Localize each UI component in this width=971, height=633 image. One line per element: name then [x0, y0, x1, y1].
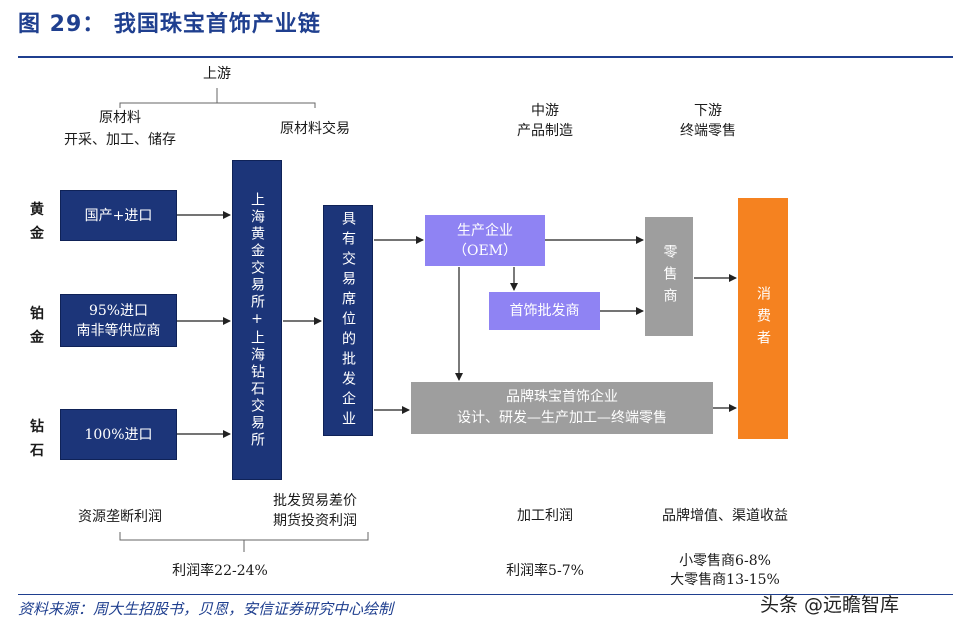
label-mining: 开采、加工、储存 — [64, 132, 176, 148]
profit-processing: 加工利润 — [517, 508, 573, 524]
label-raw-material: 原材料 — [99, 110, 141, 126]
diamond-source-box: 100%进口 — [60, 409, 177, 460]
figure-title: 图 29： 我国珠宝首饰产业链 — [18, 12, 321, 37]
oem-box: 生产企业 （OEM） — [425, 215, 545, 266]
wholesaler-label: 具有交易席位的批发企业 — [340, 210, 356, 431]
profit-brace — [119, 532, 369, 552]
jewelry-wholesaler-box: 首饰批发商 — [489, 292, 600, 330]
title-rule — [18, 56, 953, 58]
retailer-label: 零售商 — [661, 243, 678, 310]
label-raw-trading: 原材料交易 — [280, 121, 350, 137]
profit-rate-big-retail: 大零售商13-15% — [670, 572, 780, 588]
exchange-label: 上海黄金交易所+上海钻石交易所 — [249, 191, 265, 449]
retailer-box: 零售商 — [645, 217, 693, 336]
footer-rule — [18, 594, 953, 595]
profit-rate-small-retail: 小零售商6-8% — [679, 553, 771, 569]
platinum-source-box: 95%进口 南非等供应商 — [60, 294, 177, 347]
consumer-box: 消费者 — [738, 198, 788, 439]
label-manufacturing: 产品制造 — [517, 123, 573, 139]
profit-resource: 资源垄断利润 — [78, 509, 162, 525]
side-label-gold: 黄 金 — [30, 202, 44, 242]
label-midstream: 中游 — [531, 103, 559, 119]
consumer-label: 消费者 — [755, 285, 771, 352]
watermark: 头条 @远瞻智库 — [760, 594, 900, 616]
brand-company-box: 品牌珠宝首饰企业 设计、研发—生产加工—终端零售 — [411, 382, 713, 434]
side-label-diamond: 钻 石 — [30, 419, 44, 459]
side-label-platinum: 铂 金 — [30, 306, 44, 346]
gold-source-box: 国产+进口 — [60, 190, 177, 241]
source-note: 资料来源：周大生招股书，贝恩，安信证券研究中心绘制 — [18, 600, 394, 618]
exchange-box: 上海黄金交易所+上海钻石交易所 — [232, 160, 282, 480]
label-upstream: 上游 — [203, 66, 231, 82]
profit-rate-mid: 利润率5-7% — [506, 563, 584, 579]
profit-brand: 品牌增值、渠道收益 — [662, 508, 788, 524]
wholesaler-box: 具有交易席位的批发企业 — [323, 205, 373, 436]
profit-trade: 批发贸易差价 期货投资利润 — [273, 493, 357, 529]
upstream-brace — [119, 88, 316, 108]
profit-rate-upstream: 利润率22-24% — [172, 563, 268, 579]
label-retail: 终端零售 — [680, 123, 736, 139]
label-downstream: 下游 — [694, 103, 722, 119]
